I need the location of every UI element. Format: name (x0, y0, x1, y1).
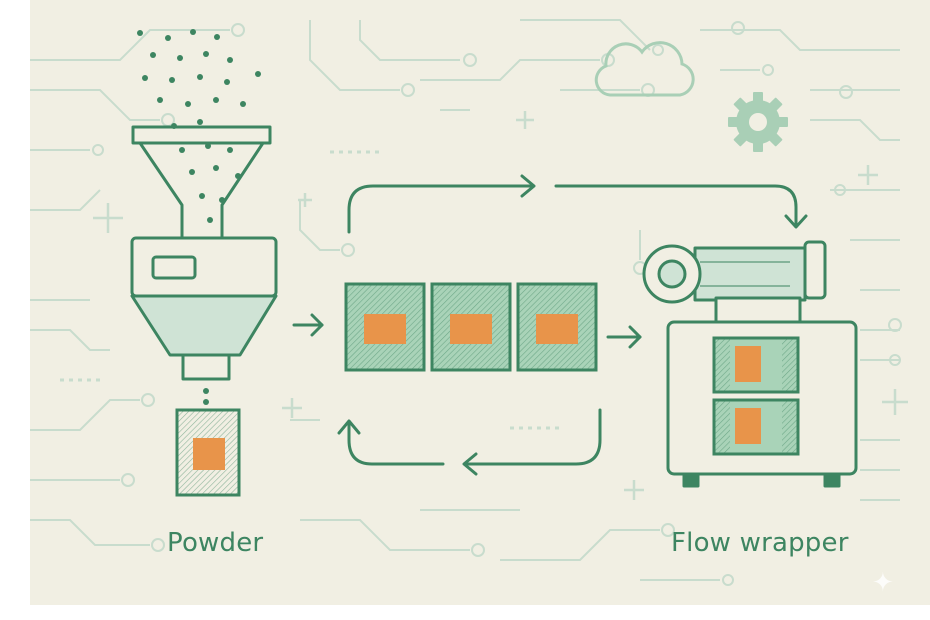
conveyor-packet (430, 282, 512, 372)
powder-filler-machine (130, 125, 278, 381)
filled-packet (175, 408, 241, 497)
dispense-dots (203, 388, 209, 405)
sparkle-icon: ✦ (872, 568, 894, 598)
gear-icon (728, 92, 788, 152)
wrapped-product (712, 398, 800, 456)
powder-label: Powder (167, 528, 264, 558)
conveyor-packet (516, 282, 598, 372)
plus-icon (93, 111, 908, 500)
wrapped-product (712, 336, 800, 394)
conveyor-packet (344, 282, 426, 372)
cloud-icon (594, 41, 695, 97)
flow-arrows (292, 174, 808, 476)
circuit-nodes (92, 21, 902, 586)
flow-wrapper-label: Flow wrapper (671, 528, 849, 558)
dashed-decor (60, 150, 560, 430)
